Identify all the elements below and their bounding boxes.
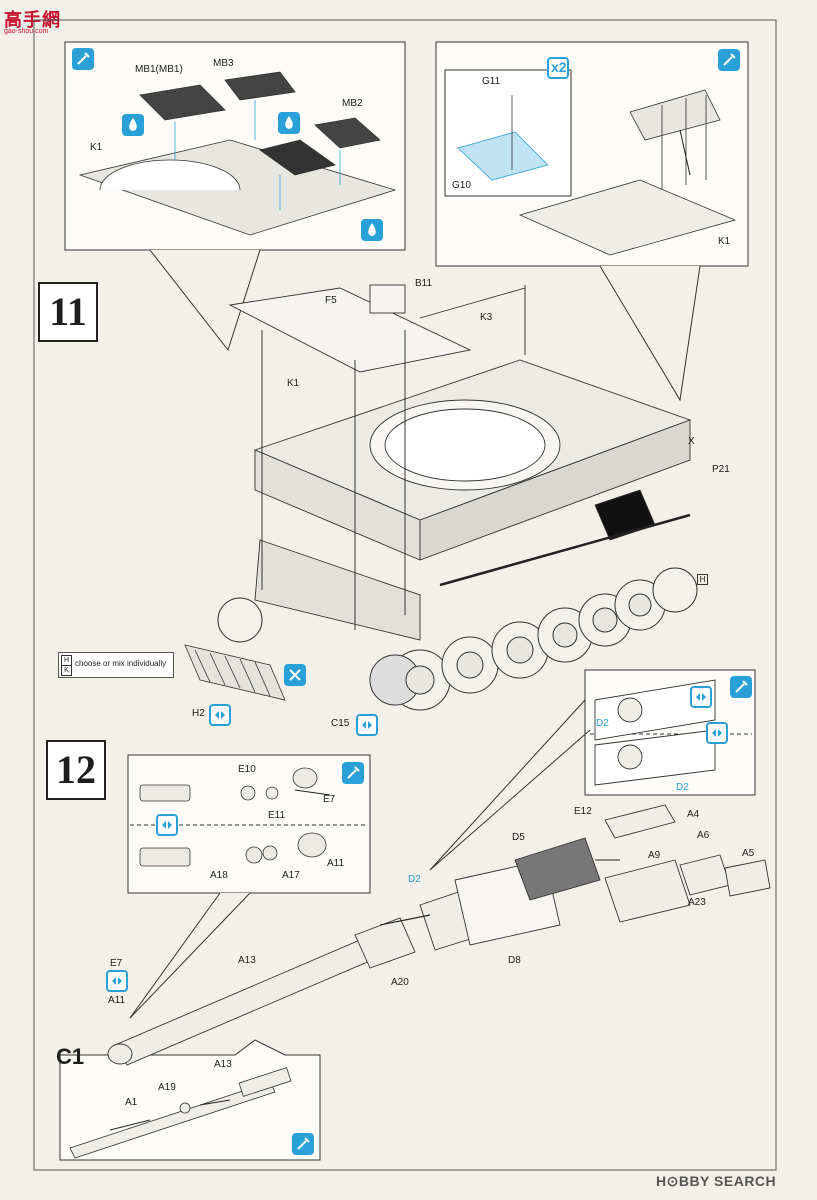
label-e7-c1: E7 <box>110 958 123 969</box>
glue-icon <box>718 49 740 71</box>
step-number-12: 12 <box>46 740 106 800</box>
glue-icon <box>730 676 752 698</box>
label-a11: A11 <box>327 858 345 869</box>
label-a4: A4 <box>687 809 700 820</box>
label-a17: A17 <box>282 870 300 881</box>
label-e11: E11 <box>268 810 286 821</box>
label-k1-inset-b: K1 <box>718 236 731 247</box>
label-f5: F5 <box>325 295 337 306</box>
quantity-badge: x2 <box>547 57 569 79</box>
label-a11-c1: A11 <box>108 995 126 1006</box>
label-h-marker: H <box>697 574 708 585</box>
label-k3: K3 <box>480 312 493 323</box>
flip-icon <box>106 970 128 992</box>
watermark-url: gao-shou.com <box>4 28 49 35</box>
cut-icon <box>284 664 306 686</box>
label-mb2: MB2 <box>342 98 363 109</box>
label-c1: C1 <box>56 1044 85 1069</box>
paint-icon <box>361 219 383 241</box>
label-a9: A9 <box>648 850 661 861</box>
label-e12: E12 <box>574 806 592 817</box>
label-e7: E7 <box>323 794 336 805</box>
label-x: X <box>688 436 695 447</box>
label-a20: A20 <box>391 977 409 988</box>
label-d8: D8 <box>508 955 521 966</box>
label-a1: A1 <box>125 1097 138 1108</box>
label-a13: A13 <box>238 955 256 966</box>
label-mb3: MB3 <box>213 58 234 69</box>
paint-icon <box>122 114 144 136</box>
label-a5: A5 <box>742 848 755 859</box>
glue-icon <box>342 762 364 784</box>
flip-icon <box>156 814 178 836</box>
label-c15: C15 <box>331 718 350 729</box>
label-e10: E10 <box>238 764 256 775</box>
label-a6: A6 <box>697 830 710 841</box>
flip-icon <box>706 722 728 744</box>
choose-note: H K choose or mix individually <box>58 652 174 678</box>
label-d2-top: D2 <box>596 718 609 729</box>
label-a23: A23 <box>688 897 706 908</box>
paint-icon <box>278 112 300 134</box>
label-p21: P21 <box>712 464 730 475</box>
label-mb1: MB1(MB1) <box>135 64 183 75</box>
label-b11: B11 <box>415 278 433 289</box>
label-g10: G10 <box>452 180 471 191</box>
label-d2-barrel: D2 <box>408 874 421 885</box>
step-number-11: 11 <box>38 282 98 342</box>
flip-icon <box>690 686 712 708</box>
label-h2: H2 <box>192 708 205 719</box>
flip-icon <box>209 704 231 726</box>
watermark-hobbysearch: H⊙BBY SEARCH <box>656 1173 777 1189</box>
label-g11: G11 <box>482 76 501 87</box>
label-a19: A19 <box>158 1082 176 1093</box>
watermark-logo: 高手網 <box>4 10 61 30</box>
label-d5: D5 <box>512 832 525 843</box>
glue-icon <box>292 1133 314 1155</box>
label-a18: A18 <box>210 870 228 881</box>
label-k1-main: K1 <box>287 378 300 389</box>
flip-icon <box>356 714 378 736</box>
label-k1-inset: K1 <box>90 142 103 153</box>
label-a13-c1: A13 <box>214 1059 232 1070</box>
note-k-box: K <box>61 665 72 676</box>
glue-icon <box>72 48 94 70</box>
label-d2-bottom: D2 <box>676 782 689 793</box>
note-text: choose or mix individually <box>75 659 167 668</box>
